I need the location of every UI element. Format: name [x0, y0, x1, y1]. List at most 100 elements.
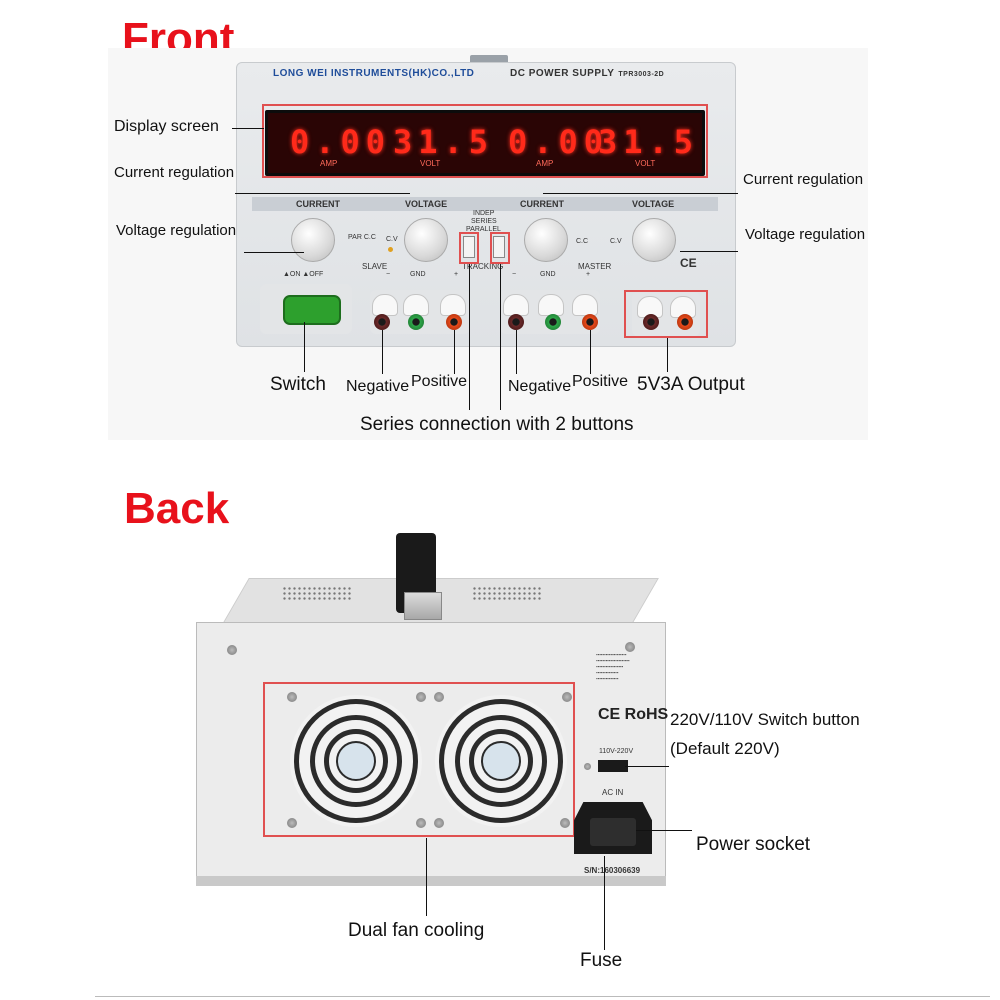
display-screen-callout: Display screen: [114, 118, 219, 135]
fan-right-ring-inner: [469, 729, 533, 793]
switch-screw: [584, 763, 591, 770]
slave-gnd-post: [403, 294, 429, 316]
switch-leader-line: [304, 322, 305, 372]
master-cc-label: C.C: [576, 238, 589, 245]
power-socket-callout: Power socket: [696, 834, 811, 855]
panel-screw-top-left: [227, 645, 237, 655]
fan-left-ring-inner: [324, 729, 388, 793]
fan-screw-1: [287, 692, 297, 702]
master-negative-terminal[interactable]: [508, 314, 524, 330]
top-vent-left: [282, 586, 352, 600]
fuse-callout: Fuse: [580, 950, 623, 971]
tracking-button-1[interactable]: [463, 236, 475, 258]
bottom-divider: [95, 996, 990, 997]
fan-screw-8: [560, 818, 570, 828]
switch-button-callout: 220V/110V Switch button: [670, 710, 860, 729]
fuse-leader-line: [604, 856, 605, 950]
fan-highlight-box: [263, 682, 575, 837]
slave-plus-label: +: [454, 271, 459, 278]
5v-negative-terminal[interactable]: [643, 314, 659, 330]
slave-current-label: CURRENT: [296, 199, 340, 209]
master-gnd-terminal[interactable]: [545, 314, 561, 330]
negative-2-leader-line: [516, 330, 517, 374]
negative-1-callout: Negative: [346, 378, 410, 395]
positive-1-callout: Positive: [411, 373, 468, 390]
slave-label: SLAVE: [362, 262, 388, 271]
negative-2-callout: Negative: [508, 378, 572, 395]
tracking-label: TRACKING: [462, 262, 504, 271]
fan-left-hub: [336, 741, 376, 781]
slave-voltage-label: VOLTAGE: [405, 199, 448, 209]
serial-number: S/N:160306639: [584, 866, 641, 875]
current-regulation-right-callout: Current regulation: [743, 171, 864, 188]
switch-callout: Switch: [270, 374, 326, 395]
slave-negative-terminal[interactable]: [374, 314, 390, 330]
series-connection-callout: Series connection with 2 buttons: [360, 414, 634, 435]
display-leader-line: [232, 128, 264, 129]
power-switch[interactable]: [283, 295, 341, 325]
positive-2-leader-line: [590, 330, 591, 374]
fan-right-ring-middle: [455, 715, 547, 807]
5v-leader-line: [667, 338, 668, 372]
slave-gnd-label: GND: [410, 271, 426, 278]
handle-bracket: [404, 592, 442, 620]
master-gnd-label: GND: [540, 271, 556, 278]
voltage-select-label: 110V-220V: [599, 748, 634, 755]
master-voltage-knob[interactable]: [632, 218, 676, 262]
fan-left-ring-outer: [294, 699, 418, 823]
slave-positive-terminal[interactable]: [446, 314, 462, 330]
voltage-reg-right-line: [680, 251, 738, 252]
current-reg-right-line: [543, 193, 738, 194]
master-voltage-label: VOLTAGE: [632, 199, 675, 209]
ac-socket-inner: [590, 818, 636, 846]
fan-screw-6: [416, 818, 426, 828]
fan-screw-7: [434, 818, 444, 828]
slave-current-knob[interactable]: [291, 218, 335, 262]
top-handle: [470, 55, 508, 65]
mode-parallel-label: PARALLEL: [466, 226, 501, 233]
master-minus-label: −: [512, 271, 517, 278]
tracking-button-1-box: [459, 232, 479, 264]
master-current-knob[interactable]: [524, 218, 568, 262]
on-off-label: ▲ON ▲OFF: [283, 271, 324, 278]
ac-in-label: AC IN: [602, 788, 624, 797]
fan-screw-4: [562, 692, 572, 702]
fan-screw-3: [434, 692, 444, 702]
master-positive-terminal[interactable]: [582, 314, 598, 330]
5v-output-box: [624, 290, 708, 338]
tracking-button-2[interactable]: [493, 236, 505, 258]
current-regulation-left-callout: Current regulation: [114, 164, 235, 181]
mode-indep-label: INDEP: [473, 210, 495, 217]
positive-2-callout: Positive: [572, 373, 629, 390]
slave-volt-unit: VOLT: [420, 159, 441, 168]
fan-right: [435, 695, 567, 827]
display-highlight-box: [262, 104, 708, 178]
voltage-select-switch[interactable]: [598, 760, 628, 772]
default-voltage-callout: (Default 220V): [670, 739, 780, 758]
slave-amp-unit: AMP: [320, 159, 338, 168]
dual-fan-callout: Dual fan cooling: [348, 920, 485, 941]
voltage-reg-left-line: [244, 252, 304, 253]
master-plus-label: +: [586, 271, 591, 278]
positive-1-leader-line: [454, 330, 455, 374]
slave-cv-led: [388, 247, 393, 252]
tracking-button-2-box: [490, 232, 510, 264]
slave-cv-label: C.V: [386, 236, 398, 243]
fan-right-ring-outer: [439, 699, 563, 823]
fan-right-hub: [481, 741, 521, 781]
current-reg-left-line: [235, 193, 410, 194]
voltage-regulation-left-callout: Voltage regulation: [116, 222, 237, 239]
mode-series-label: SERIES: [471, 218, 497, 225]
master-label: MASTER: [578, 262, 612, 271]
slave-voltage-knob[interactable]: [404, 218, 448, 262]
fan-screw-2: [416, 692, 426, 702]
master-volt-readout: 31.5: [598, 123, 700, 161]
back-title: Back: [124, 484, 230, 533]
panel-screw-top-right: [625, 642, 635, 652]
slave-gnd-terminal[interactable]: [408, 314, 424, 330]
fan-left: [290, 695, 422, 827]
slave-positive-post: [440, 294, 466, 316]
5v-positive-terminal[interactable]: [677, 314, 693, 330]
ce-rohs-mark: CE RoHS: [598, 706, 669, 723]
slave-negative-post: [372, 294, 398, 316]
